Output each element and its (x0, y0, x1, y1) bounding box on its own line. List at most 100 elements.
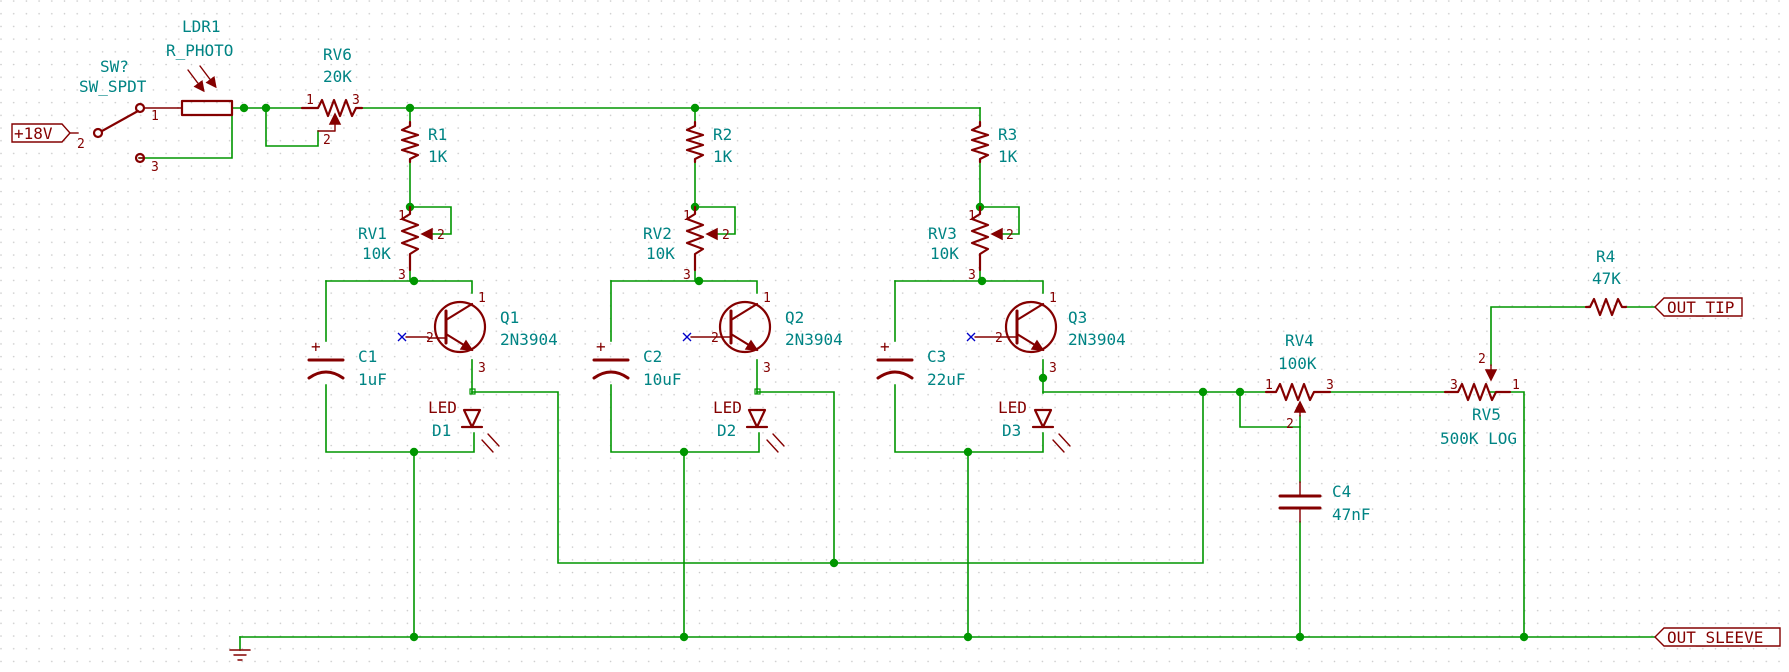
rv1-pin-3: 3 (398, 268, 406, 283)
q2-pin-1: 1 (763, 291, 771, 306)
rv5-potentiometer: 3 2 1 RV5 500K LOG (1440, 352, 1520, 448)
rv1-ref: RV1 (358, 224, 387, 243)
rv2-pin-3: 3 (683, 268, 691, 283)
rv4-pin-2: 2 (1286, 417, 1294, 432)
switch-pin-1: 1 (151, 109, 159, 124)
c2-ref: C2 (643, 347, 662, 366)
power-label-18v: +18V (11, 123, 79, 143)
c4-ref: C4 (1332, 482, 1351, 501)
c2-capacitor: + C2 10uF (592, 337, 682, 389)
rv6-potentiometer: RV6 20K 1 3 2 (300, 45, 364, 148)
c2-value: 10uF (643, 370, 682, 389)
rv2-pin-2: 2 (722, 228, 730, 243)
rv1-potentiometer: RV1 10K 1 2 3 (358, 205, 445, 283)
output-label-tip: OUT_TIP (1654, 297, 1743, 317)
switch-pin-2: 2 (77, 137, 85, 152)
rv5-pin-2: 2 (1478, 352, 1486, 367)
rv6-pin-1: 1 (306, 93, 314, 108)
q1-pin-2: 2 (426, 331, 434, 346)
wires (138, 107, 1656, 651)
rv1-value: 10K (362, 244, 391, 263)
r4-ref: R4 (1596, 247, 1615, 266)
rv4-value: 100K (1278, 354, 1317, 373)
q3-ref: Q3 (1068, 308, 1087, 327)
q2-pin-3: 3 (763, 361, 771, 376)
stage-1: R1 1K RV1 10K 1 2 3 Q1 2N3904 1 2 3 (307, 120, 558, 453)
rv3-pin-3: 3 (968, 268, 976, 283)
rv2-value: 10K (646, 244, 675, 263)
ldr1-photoresistor: LDR1 R_PHOTO (166, 17, 233, 117)
stage-2: R2 1K RV2 10K 1 2 3 Q2 2N3904 1 2 3 (592, 120, 843, 453)
rv5-value: 500K LOG (1440, 429, 1517, 448)
switch-pin-3: 3 (151, 160, 159, 175)
r3-ref: R3 (998, 125, 1017, 144)
r2-value: 1K (713, 147, 733, 166)
q1-pin-1: 1 (478, 291, 486, 306)
d1-value: LED (428, 398, 457, 417)
d3-ref: D3 (1002, 421, 1021, 440)
c4-capacitor: C4 47nF (1278, 481, 1371, 524)
output-label-sleeve: OUT_SLEEVE (1654, 627, 1781, 647)
stage-3: R3 1K RV3 10K 1 2 3 Q3 2N3904 1 2 3 (876, 120, 1126, 453)
rv1-pin-2: 2 (437, 228, 445, 243)
r1-value: 1K (428, 147, 448, 166)
q2-value: 2N3904 (785, 330, 843, 349)
q1-value: 2N3904 (500, 330, 558, 349)
c4-value: 47nF (1332, 505, 1371, 524)
q1-ref: Q1 (500, 308, 519, 327)
r3-resistor: R3 1K (970, 120, 1018, 166)
rv3-pin-2: 2 (1006, 228, 1014, 243)
switch-value: SW_SPDT (79, 77, 147, 96)
rv4-potentiometer: RV4 100K 1 3 2 (1264, 331, 1334, 432)
rv2-pin-1: 1 (683, 209, 691, 224)
rv6-pin-2: 2 (323, 133, 331, 148)
rv6-value: 20K (323, 67, 352, 86)
c3-ref: C3 (927, 347, 946, 366)
r2-ref: R2 (713, 125, 732, 144)
q2-ref: Q2 (785, 308, 804, 327)
c1-value: 1uF (358, 370, 387, 389)
d2-led: LED D2 (713, 398, 785, 453)
d1-ref: D1 (432, 421, 451, 440)
rv4-pin-1: 1 (1265, 378, 1273, 393)
r1-ref: R1 (428, 125, 447, 144)
rv3-potentiometer: RV3 10K 1 2 3 (928, 205, 1014, 283)
junctions (239, 103, 1529, 642)
q3-value: 2N3904 (1068, 330, 1126, 349)
r1-resistor: R1 1K (400, 120, 448, 166)
rv5-pin-1: 1 (1512, 378, 1520, 393)
q1-pin-3: 3 (478, 361, 486, 376)
r4-value: 47K (1592, 269, 1621, 288)
rv6-pin-3: 3 (352, 93, 360, 108)
q3-pin-1: 1 (1049, 291, 1057, 306)
ldr1-value: R_PHOTO (166, 41, 233, 60)
d3-led: LED D3 (998, 398, 1071, 453)
r2-resistor: R2 1K (685, 120, 733, 166)
c3-value: 22uF (927, 370, 966, 389)
rv6-ref: RV6 (323, 45, 352, 64)
out-sleeve-text: OUT_SLEEVE (1667, 628, 1763, 647)
power-label-text: +18V (14, 124, 53, 143)
r4-resistor: R4 47K (1584, 247, 1628, 317)
c2-polarity: + (596, 337, 606, 356)
q1-transistor: Q1 2N3904 1 2 3 (397, 291, 558, 376)
rv3-value: 10K (930, 244, 959, 263)
q3-pin-2: 2 (995, 331, 1003, 346)
rv2-ref: RV2 (643, 224, 672, 243)
rv5-pin-3: 3 (1450, 378, 1458, 393)
rv5-ref: RV5 (1472, 405, 1501, 424)
d2-value: LED (713, 398, 742, 417)
q3-pin-3: 3 (1049, 361, 1057, 376)
rv4-pin-3: 3 (1326, 378, 1334, 393)
rv3-ref: RV3 (928, 224, 957, 243)
rv2-potentiometer: RV2 10K 1 2 3 (643, 205, 730, 283)
switch-ref: SW? (100, 57, 129, 76)
ground-symbol (229, 649, 251, 661)
c3-capacitor: + C3 22uF (876, 337, 966, 389)
r3-value: 1K (998, 147, 1018, 166)
switch-spdt: SW? SW_SPDT 2 1 3 (77, 57, 179, 175)
d2-ref: D2 (717, 421, 736, 440)
rv3-pin-1: 1 (968, 209, 976, 224)
d1-led: LED D1 (428, 398, 500, 453)
